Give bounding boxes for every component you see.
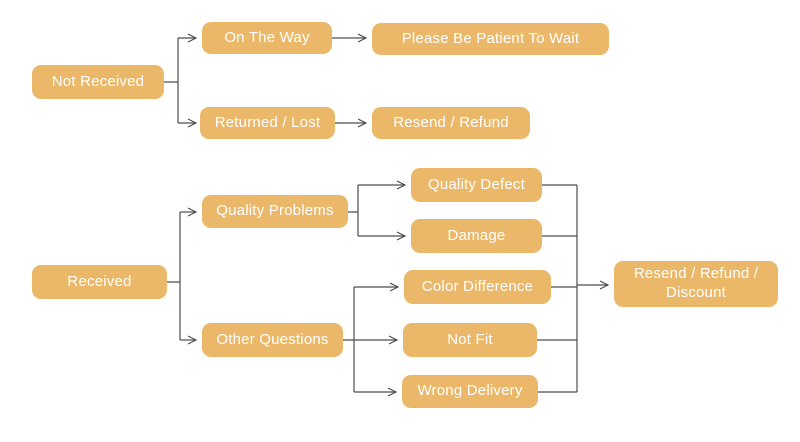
node-on-the-way: On The Way bbox=[202, 22, 332, 54]
edge-not-received-trunk bbox=[164, 38, 179, 123]
node-color-difference: Color Difference bbox=[404, 270, 551, 304]
edge-other-questions-trunk bbox=[343, 287, 355, 392]
edge-convergence-trunk bbox=[537, 184, 578, 393]
node-damage: Damage bbox=[411, 219, 542, 253]
node-not-fit: Not Fit bbox=[403, 323, 537, 357]
node-resend-refund-discount: Resend / Refund / Discount bbox=[614, 261, 778, 307]
node-received: Received bbox=[32, 265, 167, 299]
node-wrong-delivery: Wrong Delivery bbox=[402, 375, 538, 408]
node-not-received: Not Received bbox=[32, 65, 164, 99]
node-please-be-patient-to-wait: Please Be Patient To Wait bbox=[372, 23, 609, 55]
node-returned-lost: Returned / Lost bbox=[200, 107, 335, 139]
node-other-questions: Other Questions bbox=[202, 323, 343, 357]
node-quality-problems: Quality Problems bbox=[202, 195, 348, 228]
node-quality-defect: Quality Defect bbox=[411, 168, 542, 202]
edge-received-trunk bbox=[167, 212, 181, 340]
node-resend-refund: Resend / Refund bbox=[372, 107, 530, 139]
edge-quality-problems-trunk bbox=[348, 185, 359, 236]
